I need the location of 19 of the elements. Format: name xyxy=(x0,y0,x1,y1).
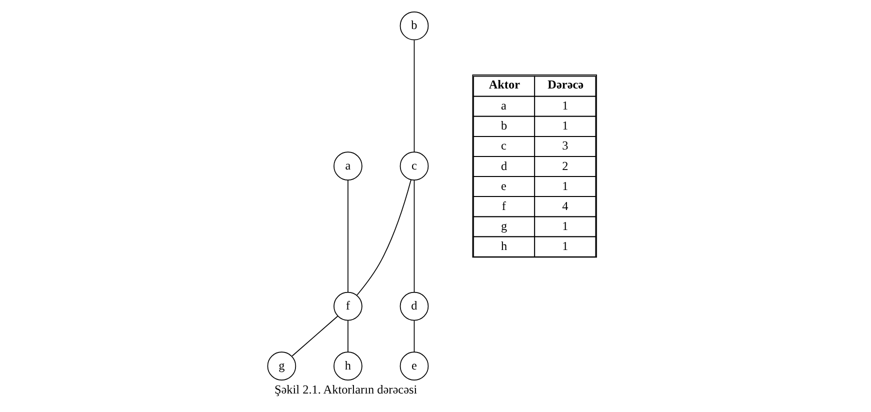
label: h xyxy=(501,238,508,253)
label: 1 xyxy=(562,118,568,133)
label: g xyxy=(501,218,508,233)
label: 1 xyxy=(562,238,568,253)
label: 3 xyxy=(562,138,568,153)
label: 4 xyxy=(562,198,568,213)
label: 1 xyxy=(562,98,568,113)
label: a xyxy=(501,98,506,113)
label: c xyxy=(501,138,506,153)
label: 1 xyxy=(562,178,568,193)
label: 2 xyxy=(562,158,568,173)
caption: Şəkil 2.1. Aktorların dərəcəsi xyxy=(274,382,418,397)
label: f xyxy=(502,198,506,213)
label: Aktor xyxy=(488,78,520,92)
label: d xyxy=(501,158,508,173)
label: e xyxy=(501,178,506,193)
label: Dərəcə xyxy=(548,78,584,92)
label: b xyxy=(501,118,508,133)
label: 1 xyxy=(562,218,568,233)
